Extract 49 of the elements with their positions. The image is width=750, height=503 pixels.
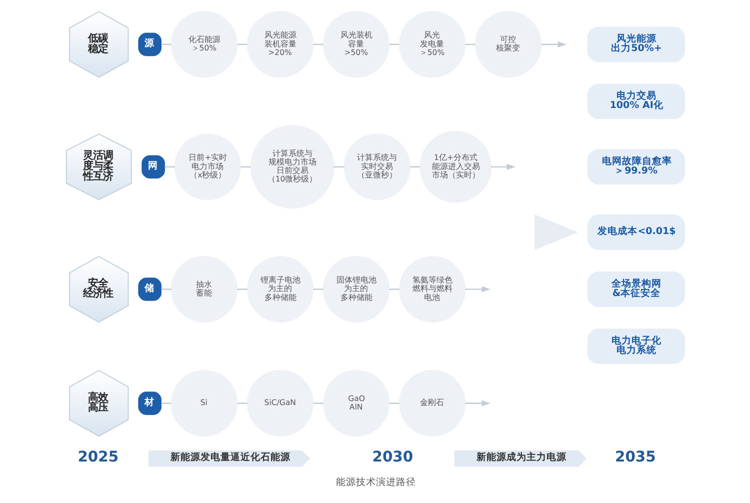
node-circle: 风光装机容量>50% [322,11,390,78]
node-circle: 风光发电量＞50% [398,11,466,78]
connector [312,44,323,46]
node-box: 电力交易100% AI化 [586,84,684,120]
node-circle: Si [170,370,238,437]
connector [388,44,399,46]
connector [160,288,171,290]
node-box: 发电成本<0.01$ [586,214,684,250]
label: 2025 [77,448,118,466]
node-chevron [534,214,578,250]
node-box: 全场景构网&本征安全 [586,272,684,307]
connector [388,288,399,290]
label: 2030 [372,448,413,466]
node-circle: 氢氨等绿色燃料与燃料电池 [398,256,466,323]
connector [160,402,171,404]
caption: 能源技术演进路径 [336,477,416,488]
node-box: 风光能源出力50%+ [586,26,684,62]
arrow [464,286,490,292]
connector [160,44,171,46]
connector [236,44,247,46]
connector [312,288,323,290]
node-circle: 锂离子电池为主的多种储能 [246,256,314,323]
node-circle: 日前+实时电力市场（x秒级） [174,134,240,200]
connector [236,288,247,290]
arrow [540,41,566,48]
node-box: 电网故障自愈率＞99.9% [586,149,684,185]
node-circle: 固体锂电池为主的多种储能 [322,256,390,323]
node-box: 电力电子化电力系统 [586,328,684,364]
node-circle: 可控核聚变 [474,11,542,78]
node-circle: 计算系统与规模电力市场日前交易（10微秒级） [250,125,334,209]
node-circle: 风光能源装机容量>20% [246,11,314,78]
node-circle: SiC/GaN [246,370,314,437]
connector [333,166,344,168]
node-circle: 计算系统与实时交易（亚微秒） [343,134,410,200]
connector [240,166,250,168]
arrow [464,400,490,406]
connector [464,44,475,46]
node-circle: GaO AlN [322,370,390,437]
node-circle: 金刚石 [398,370,466,437]
connector [409,166,420,168]
connector [164,166,174,168]
node-circle: 化石能源＞50% [170,11,238,78]
label: 2035 [614,448,656,466]
connector [388,402,399,404]
node-circle: 抽水蓄能 [170,256,238,323]
connector [312,402,323,404]
connector [236,402,247,404]
node-circle: 1亿+分布式能源进入交易市场（实时） [419,131,491,203]
arrow [490,164,515,170]
